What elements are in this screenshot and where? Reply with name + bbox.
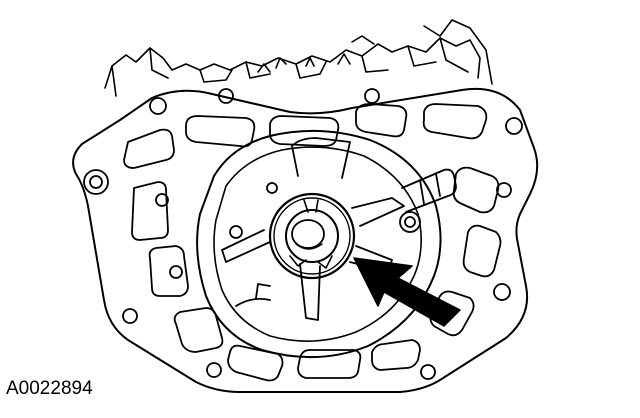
seal-assembly: [268, 192, 356, 280]
bore-ring: [213, 146, 422, 342]
shaft-pin: [401, 168, 457, 213]
arrow-icon: [353, 257, 461, 327]
case-flange-outline: [72, 87, 539, 393]
oil-passage-slots: [123, 103, 502, 382]
bolt-holes: [83, 88, 523, 380]
figure-id-label: A0022894: [6, 378, 93, 399]
upper-internal-parts: [104, 19, 493, 97]
